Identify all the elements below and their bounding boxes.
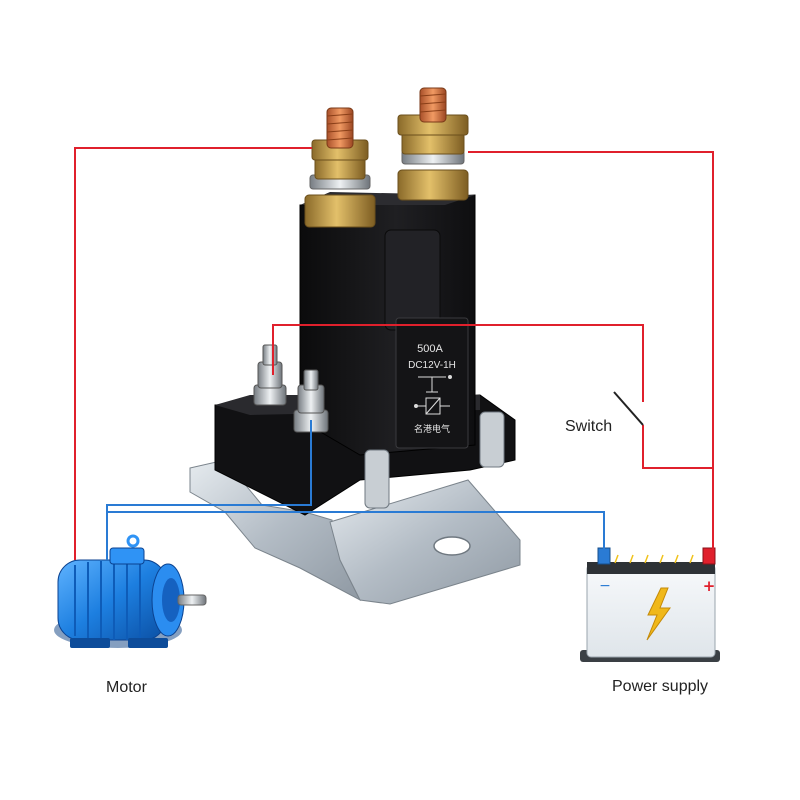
battery-negative-sign: − [599, 578, 611, 594]
battery-positive-wire [468, 151, 714, 555]
electric-motor-icon [54, 534, 207, 648]
main-terminal-right [397, 87, 469, 201]
main-terminal-left [304, 107, 376, 228]
battery-negative-wire [107, 511, 605, 552]
negative-wiring [106, 420, 605, 560]
relay-schematic-icon [414, 375, 452, 415]
relay-brand-text: 名港电气 [414, 423, 450, 435]
motor-label: Motor [106, 679, 147, 696]
motor-negative-wire [106, 420, 312, 560]
relay-model-text: DC12V-1H [408, 360, 456, 371]
switch-symbol-icon[interactable] [613, 391, 644, 426]
switch-label: Switch [565, 418, 613, 435]
positive-wiring [74, 147, 714, 560]
relay-rating-text: 500A [417, 343, 443, 355]
battery-icon: − + [580, 547, 720, 662]
coil-terminal-right [293, 369, 329, 433]
battery-positive-sign: + [703, 577, 716, 595]
coil-terminal-left [253, 344, 287, 406]
relay-solenoid: 500A DC12V-1H 名港电气 [214, 192, 516, 516]
lightning-bolt-icon [646, 587, 671, 641]
motor-positive-wire [74, 147, 312, 560]
switch-return-wire [642, 425, 713, 469]
power-supply-label: Power supply [612, 678, 709, 695]
bracket-hole [433, 536, 471, 556]
switch-feed-wire [272, 324, 644, 392]
